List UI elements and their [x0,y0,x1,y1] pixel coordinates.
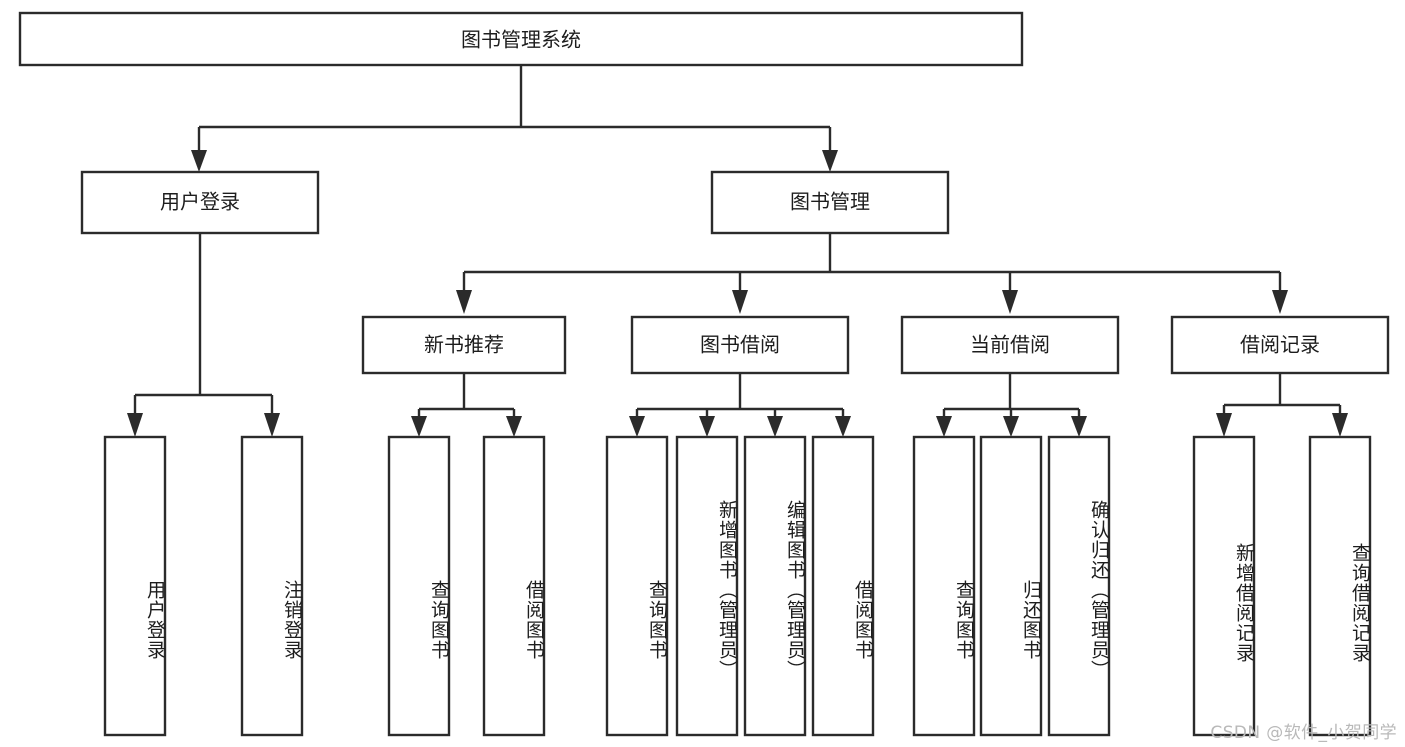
arrow-head-icon [1002,290,1018,314]
arrow-head-icon [1332,413,1348,437]
arrow-head-icon [1216,413,1232,437]
node-book-borrow[interactable]: 图书借阅 [630,315,850,375]
arrow-head-icon [264,413,280,437]
arrow-head-icon [506,416,522,437]
node-book-borrow-label: 图书借阅 [700,333,780,357]
arrow-head-icon [835,416,851,437]
arrow-head-icon [1272,290,1288,314]
connector-book-manage-to-level2 [456,233,1288,314]
connector-root-to-level1 [191,65,838,172]
arrow-head-icon [699,416,715,437]
node-user-login[interactable]: 用户登录 [80,170,320,235]
node-borrow-record[interactable]: 借阅记录 [1170,315,1390,375]
connector-book-borrow-to-leaves [629,373,851,437]
arrow-head-icon [1071,416,1087,437]
node-book-manage[interactable]: 图书管理 [710,170,950,235]
leaf-box-user-login[interactable] [103,435,167,737]
connector-borrow-record-to-leaves [1216,373,1348,437]
arrow-head-icon [1003,416,1019,437]
leaf-box-add-record[interactable] [1192,435,1256,737]
leaf-box-logout-login[interactable] [240,435,304,737]
arrow-head-icon [191,150,207,172]
node-current-borrow-box[interactable] [900,315,1120,375]
arrow-head-icon [127,413,143,437]
leaf-box-add-book[interactable] [675,435,739,737]
arrow-head-icon [629,416,645,437]
connector-user-login-to-leaves [127,233,280,437]
node-borrow-record-label: 借阅记录 [1240,333,1320,357]
node-book-manage-label: 图书管理 [790,190,870,214]
arrow-head-icon [411,416,427,437]
node-new-book-recommend-box[interactable] [361,315,567,375]
arrow-head-icon [767,416,783,437]
connector-new-book-recommend-to-leaves [411,373,522,437]
arrow-head-icon [732,290,748,314]
leaf-box-query-book-3[interactable] [912,435,976,737]
leaf-box-borrow-book-1[interactable] [482,435,546,737]
leaf-box-query-record[interactable] [1308,435,1372,737]
leaf-box-borrow-book-2[interactable] [811,435,875,737]
arrow-head-icon [936,416,952,437]
connector-current-borrow-to-leaves [936,373,1087,437]
csdn-watermark: CSDN @软件_小贺同学 [1210,723,1397,743]
node-user-login-label: 用户登录 [160,190,240,214]
leaf-box-confirm-return[interactable] [1047,435,1111,737]
node-root-label: 图书管理系统 [461,28,581,52]
arrow-head-icon [822,150,838,172]
node-new-book-recommend[interactable]: 新书推荐 [361,315,567,375]
leaf-box-query-book-1[interactable] [387,435,451,737]
node-root-box[interactable] [18,11,1024,67]
node-user-login-box[interactable] [80,170,320,235]
leaf-box-query-book-2[interactable] [605,435,669,737]
leaf-box-return-book[interactable] [979,435,1043,737]
node-current-borrow-label: 当前借阅 [970,333,1050,357]
leaf-box-edit-book[interactable] [743,435,807,737]
node-new-book-recommend-label: 新书推荐 [424,333,504,357]
node-root[interactable]: 图书管理系统 [18,11,1024,67]
arrow-head-icon [456,290,472,314]
node-current-borrow[interactable]: 当前借阅 [900,315,1120,375]
